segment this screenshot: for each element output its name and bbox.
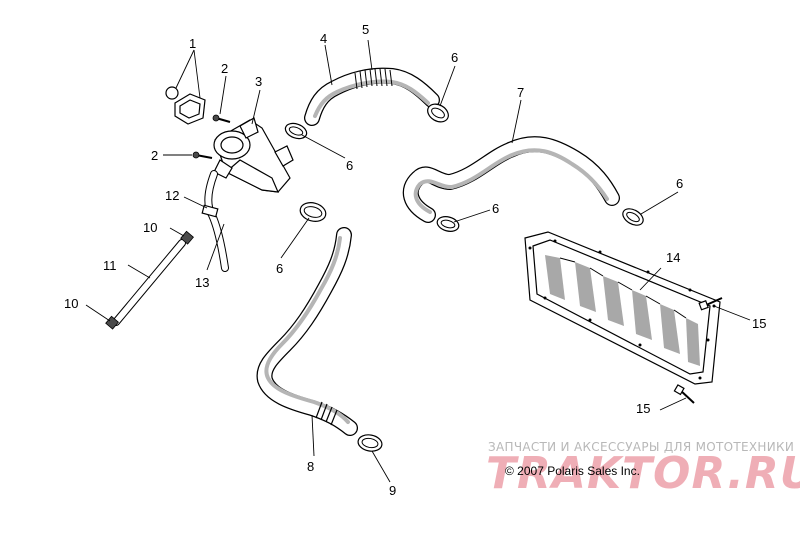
callout-11: 11 <box>103 258 117 273</box>
bolt-2-lower <box>192 151 213 159</box>
shroud-panel-14 <box>524 231 721 385</box>
callout-1: 1 <box>189 36 196 51</box>
clamp-6-a <box>427 103 449 123</box>
callout-7: 7 <box>517 85 524 100</box>
callout-15-lower: 15 <box>636 401 650 416</box>
radiator-hose-7 <box>402 136 620 223</box>
callout-6-d: 6 <box>492 201 499 216</box>
callout-10-upper: 10 <box>143 220 157 235</box>
callout-2-upper: 2 <box>221 61 228 76</box>
plug-10-upper <box>180 230 194 245</box>
overflow-tube-12-13 <box>201 170 229 272</box>
callout-2-lower: 2 <box>151 148 158 163</box>
lower-hose-8 <box>256 227 358 436</box>
callout-14: 14 <box>666 250 680 265</box>
callout-6-c: 6 <box>276 261 283 276</box>
callout-5: 5 <box>362 22 369 37</box>
callout-6-e: 6 <box>676 176 683 191</box>
watermark-logo: TRAKTOR.RU <box>486 448 800 499</box>
clamp-6-b <box>284 122 308 140</box>
callout-3: 3 <box>255 74 262 89</box>
clamp-6-e <box>622 208 644 226</box>
clamp-6-d <box>436 216 460 232</box>
reservoir-cap-1 <box>165 86 206 125</box>
clamp-9 <box>357 434 383 452</box>
callout-6-b: 6 <box>346 158 353 173</box>
callout-13: 13 <box>195 275 209 290</box>
screw-15-upper <box>698 297 723 311</box>
callout-10-lower: 10 <box>64 296 78 311</box>
callout-8: 8 <box>307 459 314 474</box>
reservoir-bottle-3 <box>213 117 294 193</box>
copyright-notice: © 2007 Polaris Sales Inc. <box>505 464 640 478</box>
bolt-2-upper <box>212 114 231 123</box>
leader-lines <box>85 39 751 483</box>
watermark-tagline: ЗАПЧАСТИ И АКСЕССУАРЫ ДЛЯ МОТОТЕХНИКИ <box>488 440 795 454</box>
callout-4: 4 <box>320 31 327 46</box>
callout-6-a: 6 <box>451 50 458 65</box>
callout-12: 12 <box>165 188 179 203</box>
clamp-6-c <box>299 202 327 222</box>
screw-15-lower <box>673 384 695 404</box>
callout-9: 9 <box>389 483 396 498</box>
rod-11 <box>112 239 186 326</box>
callout-15-upper: 15 <box>752 316 766 331</box>
coolant-hose-4-5 <box>304 67 440 126</box>
callout-labels: 1 2 3 2 4 5 6 7 6 6 6 6 12 10 11 13 10 1… <box>64 22 766 498</box>
